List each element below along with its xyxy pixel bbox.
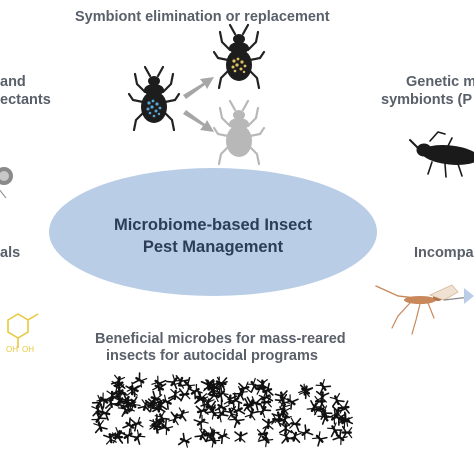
- mosquito-icon: [375, 284, 471, 335]
- arrow-icon: [464, 288, 474, 304]
- chemical-structure-icon: OH OH: [6, 313, 39, 354]
- fruit-fly-swarm-icon: [89, 371, 354, 450]
- fruit-fly-icon: [313, 394, 326, 409]
- center-ellipse: [49, 168, 377, 296]
- fruit-fly-icon: [310, 429, 329, 448]
- beetle-blue-symbionts-icon: [127, 65, 181, 132]
- fruit-fly-icon: [232, 430, 249, 444]
- fruit-fly-icon: [337, 399, 351, 416]
- label-left-top-line1: and: [0, 74, 26, 90]
- fruit-fly-icon: [193, 413, 210, 431]
- arrow-icon: [183, 77, 214, 99]
- small-insect-icon: [0, 167, 13, 199]
- fruit-fly-icon: [305, 399, 323, 416]
- label-left-mid: als: [0, 245, 21, 261]
- fruit-fly-icon: [328, 391, 346, 408]
- fruit-fly-icon: [215, 427, 232, 445]
- center-title-line2: Pest Management: [142, 238, 284, 256]
- label-symbiont-elimination: Symbiont elimination or replacement: [75, 9, 330, 25]
- fruit-fly-icon: [314, 377, 332, 395]
- fruit-fly-icon: [178, 386, 192, 403]
- fruit-fly-icon: [91, 419, 109, 434]
- label-right-top-line1: Genetic m: [406, 74, 474, 90]
- fruit-fly-icon: [120, 426, 137, 445]
- fruit-fly-icon: [288, 415, 302, 432]
- fruit-fly-icon: [129, 428, 147, 446]
- label-left-top-line2: ectants: [0, 92, 51, 108]
- fruit-fly-icon: [177, 432, 193, 450]
- beetle-yellow-symbionts-icon: [212, 23, 266, 90]
- fruit-fly-icon: [296, 423, 314, 442]
- label-right-mid: Incompa: [414, 245, 474, 261]
- center-title: Microbiome-based Insect Pest Management: [49, 214, 377, 258]
- beetle-aposymbiotic-icon: [212, 99, 266, 166]
- label-right-top-line2: symbionts (P: [381, 92, 473, 108]
- svg-text:OH: OH: [6, 345, 18, 354]
- fruit-fly-icon: [260, 418, 276, 431]
- weevil-icon: [409, 131, 474, 178]
- label-beneficial-line1: Beneficial microbes for mass-reared: [95, 331, 346, 347]
- center-title-line1: Microbiome-based Insect: [113, 216, 313, 234]
- label-beneficial-line2: insects for autocidal programs: [106, 348, 318, 364]
- arrow-icon: [183, 110, 214, 132]
- svg-text:OH: OH: [22, 345, 34, 354]
